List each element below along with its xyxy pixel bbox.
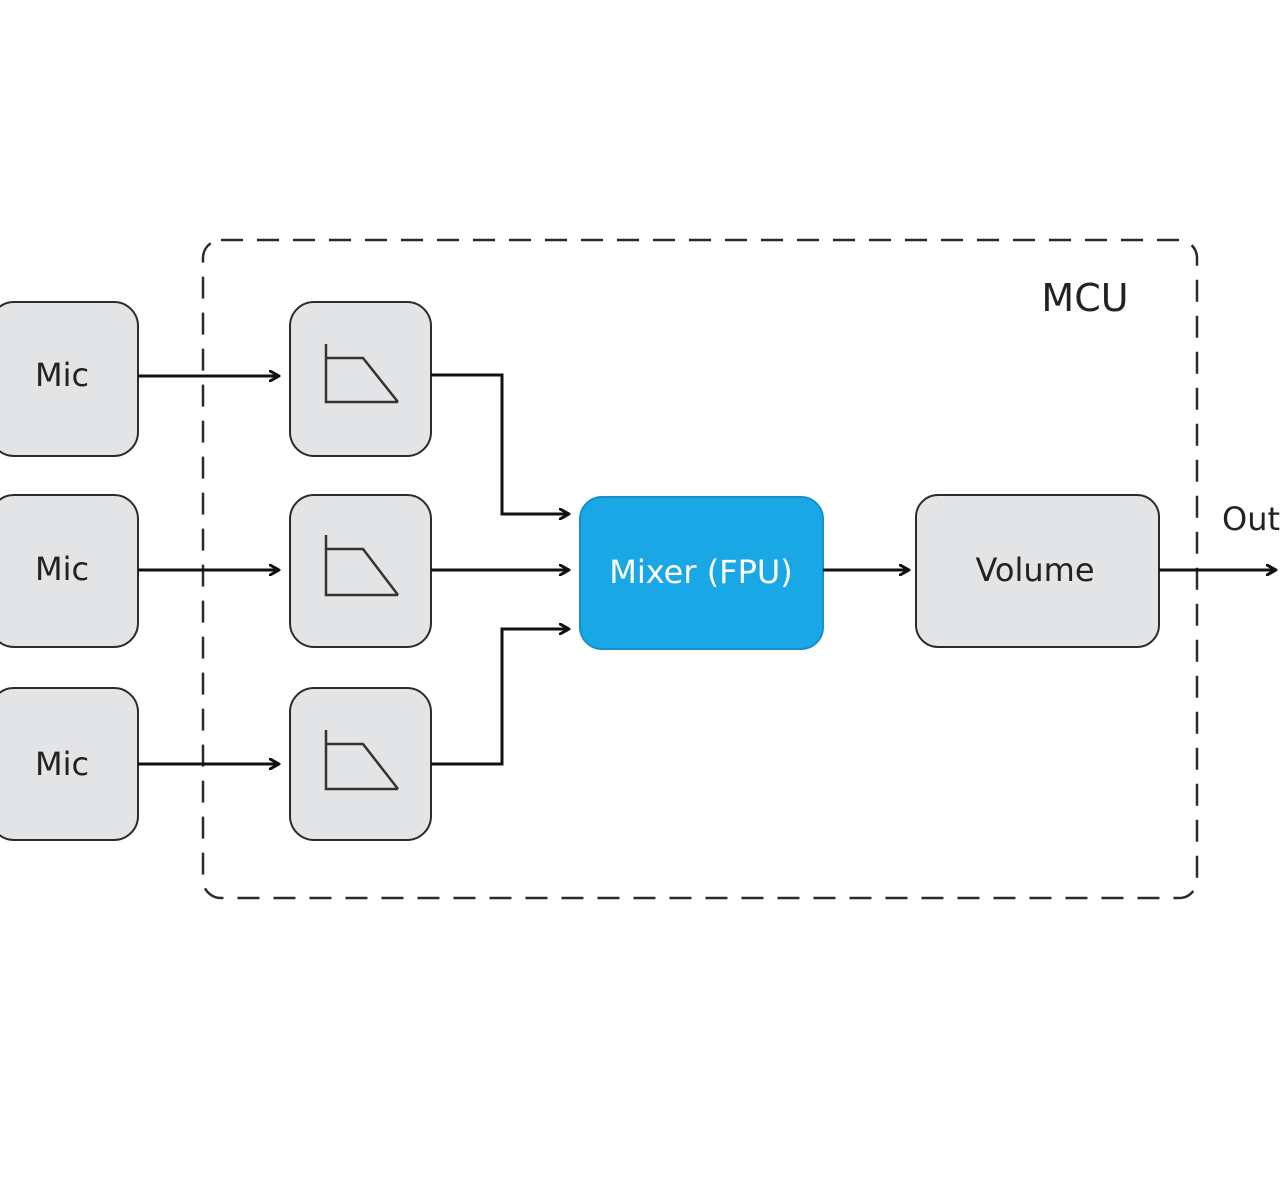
mic-block-1: Mic	[0, 301, 139, 457]
mcu-label: MCU	[1041, 276, 1128, 320]
lowpass-filter-icon	[324, 344, 399, 404]
output-label: Out	[1222, 500, 1280, 538]
mic-label-3: Mic	[35, 745, 89, 783]
filter-block-2	[289, 494, 432, 648]
mic-block-2: Mic	[0, 494, 139, 648]
volume-label: Volume	[975, 551, 1094, 589]
mic-block-3: Mic	[0, 687, 139, 841]
lowpass-filter-icon	[324, 730, 399, 791]
mixer-block: Mixer (FPU)	[579, 496, 824, 650]
arrow-filter3-to-mixer	[431, 629, 568, 766]
mixer-label: Mixer (FPU)	[609, 553, 793, 591]
filter-block-1	[289, 301, 432, 457]
mic-label-2: Mic	[35, 550, 89, 588]
lowpass-filter-icon	[324, 535, 399, 597]
connections	[138, 375, 1275, 764]
arrow-filter1-to-mixer	[431, 373, 568, 514]
volume-block: Volume	[915, 494, 1160, 648]
mic-label-1: Mic	[35, 356, 89, 394]
filter-block-3	[289, 687, 432, 841]
